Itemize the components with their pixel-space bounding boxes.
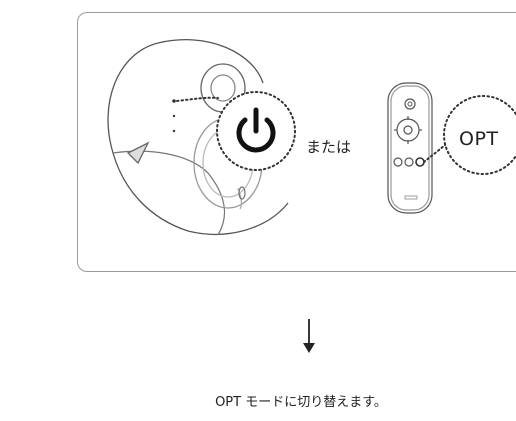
power-icon bbox=[236, 107, 276, 153]
instruction-caption: OPT モードに切り替えます。 bbox=[215, 395, 387, 410]
remote-control-illustration bbox=[387, 82, 433, 214]
speaker-illustration bbox=[107, 39, 289, 236]
opt-leader-line bbox=[423, 144, 446, 163]
opt-bubble bbox=[443, 95, 516, 175]
illustration-svg bbox=[107, 39, 516, 236]
down-arrow-icon bbox=[303, 319, 315, 353]
instruction-panel: または OPT bbox=[77, 12, 516, 272]
leader-line bbox=[176, 96, 219, 102]
or-text: または bbox=[306, 138, 352, 156]
opt-button-label: OPT bbox=[459, 128, 499, 150]
